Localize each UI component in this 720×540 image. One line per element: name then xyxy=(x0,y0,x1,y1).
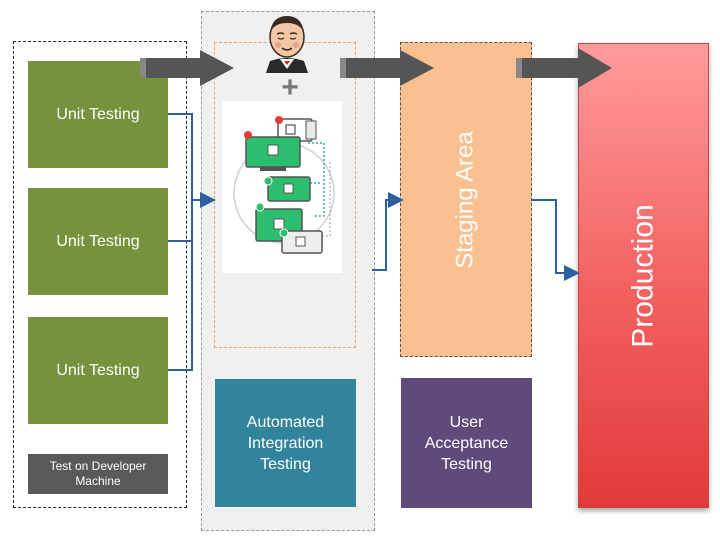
jenkins-butler-icon xyxy=(258,11,316,73)
production-title: Production xyxy=(578,43,709,508)
unit-testing-box-2: Unit Testing xyxy=(28,188,168,295)
staging-area-title: Staging Area xyxy=(400,42,532,357)
developer-machine-label: Test on Developer Machine xyxy=(28,454,168,494)
user-acceptance-testing-label: User Acceptance Testing xyxy=(401,378,532,508)
unit-testing-label: Unit Testing xyxy=(56,232,140,250)
integration-screens-icon xyxy=(222,101,342,273)
production-title-text: Production xyxy=(626,203,660,348)
unit-testing-label: Unit Testing xyxy=(56,105,140,123)
plus-icon: + xyxy=(281,71,299,104)
automated-integration-testing-label: Automated Integration Testing xyxy=(215,379,356,507)
developer-machine-text: Test on Developer Machine xyxy=(49,459,147,488)
staging-to-production-connector xyxy=(532,199,580,281)
unit-testing-label: Unit Testing xyxy=(56,361,140,379)
unit-testing-box-3: Unit Testing xyxy=(28,317,168,424)
uat-label-text: User Acceptance Testing xyxy=(424,413,509,473)
staging-title-text: Staging Area xyxy=(452,130,479,269)
unit-testing-box-1: Unit Testing xyxy=(28,61,168,168)
ci-label-text: Automated Integration Testing xyxy=(246,413,325,473)
ci-to-staging-connector xyxy=(372,192,404,271)
